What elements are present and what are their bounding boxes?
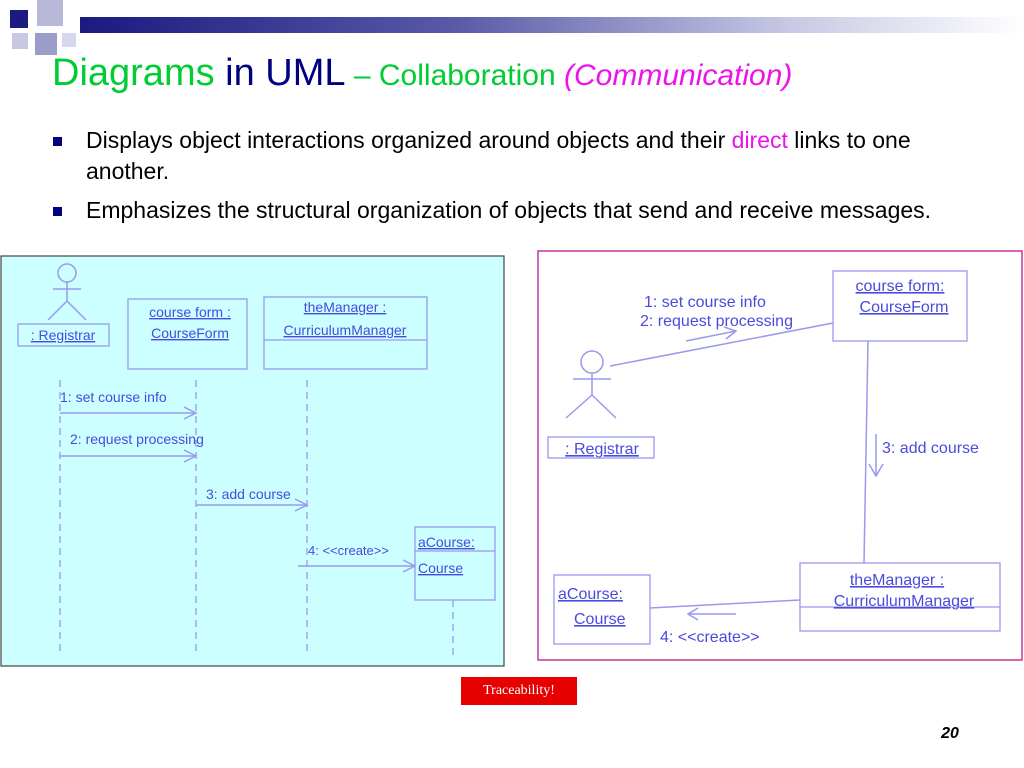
seq-courseform-label-2: CourseForm xyxy=(151,325,229,341)
collab-courseform-label-2: CourseForm xyxy=(860,299,949,316)
title-part-3: – Collaboration xyxy=(345,59,564,92)
collaboration-diagram: course form: CourseForm : Registrar theM… xyxy=(537,250,1023,661)
collab-manager-label-1: theManager : xyxy=(850,572,944,589)
bullet-square-icon xyxy=(53,137,62,146)
actor-icon xyxy=(47,263,87,321)
collab-message-4: 4: <<create>> xyxy=(660,629,760,646)
corner-decoration xyxy=(0,0,80,60)
bullet-item: Displays object interactions organized a… xyxy=(50,125,1000,187)
bullet-list: Displays object interactions organized a… xyxy=(50,125,1000,234)
seq-message-2: 2: request processing xyxy=(70,431,204,447)
seq-manager-label-1: theManager : xyxy=(304,299,387,315)
sequence-diagram: : Registrar course form : CourseForm the… xyxy=(0,255,505,667)
seq-courseform-label-1: course form : xyxy=(149,304,231,320)
collab-courseform-label-1: course form: xyxy=(856,278,945,295)
seq-registrar-label: : Registrar xyxy=(31,327,96,343)
seq-manager-label-2: CurriculumManager xyxy=(284,322,407,338)
bullet-square-icon xyxy=(53,207,62,216)
collab-registrar-label: : Registrar xyxy=(565,441,639,458)
lifelines xyxy=(59,380,454,655)
message-arrows xyxy=(60,406,417,573)
seq-course-label-2: Course xyxy=(418,560,463,576)
collab-message-3: 3: add course xyxy=(882,440,979,457)
title-part-1: Diagrams xyxy=(52,52,226,94)
seq-message-3: 3: add course xyxy=(206,486,291,502)
collab-message-2: 2: request processing xyxy=(640,313,793,330)
header-gradient-bar xyxy=(80,17,1024,33)
actor-icon xyxy=(565,350,617,419)
collab-course-label-1: aCourse: xyxy=(558,586,623,603)
title-part-4: (Communication) xyxy=(564,59,793,92)
collab-course-label-2: Course xyxy=(574,611,626,628)
title-part-2: in UML xyxy=(225,52,346,94)
page-number: 20 xyxy=(941,725,959,742)
collab-message-1: 1: set course info xyxy=(644,294,766,311)
seq-message-1: 1: set course info xyxy=(60,389,167,405)
slide-title: Diagrams in UML – Collaboration (Communi… xyxy=(52,48,792,101)
traceability-badge: Traceability! xyxy=(461,677,577,705)
bullet-item: Emphasizes the structural organization o… xyxy=(50,195,1000,226)
seq-message-4: 4: <<create>> xyxy=(308,543,389,558)
seq-course-label-1: aCourse: xyxy=(418,534,475,550)
links-and-arrows xyxy=(609,322,884,621)
collab-manager-label-2: CurriculumManager xyxy=(834,593,975,610)
